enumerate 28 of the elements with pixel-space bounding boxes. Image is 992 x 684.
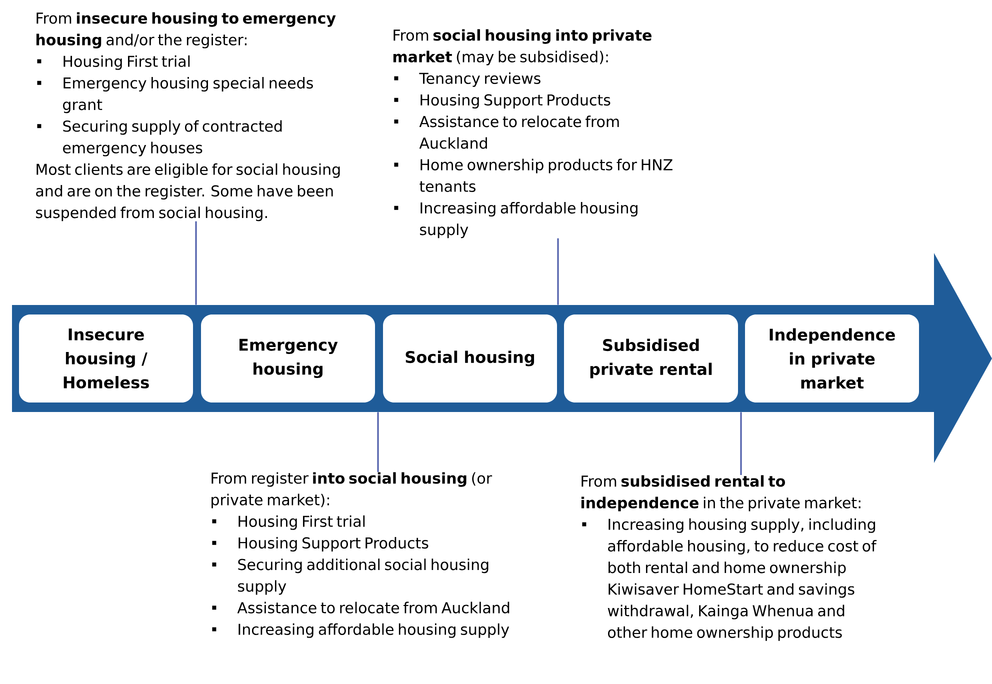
bullet-item: Housing First trial	[212, 515, 365, 530]
bullet-item: Increasing housing supply, including affordable housing, to reduce cost of both rental and home ownership Kiwisaver HomeStart and savings withdrawal, Kainga Whenua and other home ownership products	[582, 518, 877, 641]
leader-line	[195, 221, 197, 305]
leader-line	[557, 238, 559, 305]
bullet-item: Securing supply of contracted emergency houses	[37, 120, 282, 156]
stage-box: Emergency housing	[201, 314, 375, 402]
bullet-item: Housing Support Products	[394, 94, 610, 108]
callout-heading: From subsidised rental to independence in the private market:	[581, 475, 860, 512]
stage-box: Social housing	[383, 314, 557, 402]
bullet-item: Assistance to relocate from Auckland	[394, 116, 619, 149]
bullet-item: Securing additional social housing supply	[212, 558, 488, 595]
bullet-item: Increasing affordable housing supply	[394, 202, 638, 238]
bullet-item: Housing First trial	[37, 55, 190, 70]
stage-box: Subsidised private rental	[564, 314, 738, 402]
bullet-item: Home ownership products for HNZ tenants	[394, 158, 672, 192]
bullet-item: Housing Support Products	[212, 537, 428, 552]
leader-line	[740, 412, 742, 475]
stage-box: Insecure housing / Homeless	[19, 314, 193, 402]
leader-line	[377, 412, 379, 472]
bullet-item: Emergency housing special needs grant	[37, 77, 313, 114]
note-text: Most clients are eligible for social housing and are on the register. Some have been suspended from social housing.	[36, 163, 340, 222]
bullet-item: Assistance to relocate from Auckland	[212, 602, 510, 614]
bullet-item: Tenancy reviews	[394, 72, 540, 87]
callout-heading: From insecure housing to emergency housing and/or the register:	[36, 12, 336, 48]
bullet-item: Increasing affordable housing supply	[212, 623, 510, 638]
stage-box: Independence in private market	[745, 314, 919, 402]
callout-heading: From register into social housing (or private market):	[212, 472, 492, 508]
callout-heading: From social housing into private market (may be subsidised):	[393, 29, 652, 66]
